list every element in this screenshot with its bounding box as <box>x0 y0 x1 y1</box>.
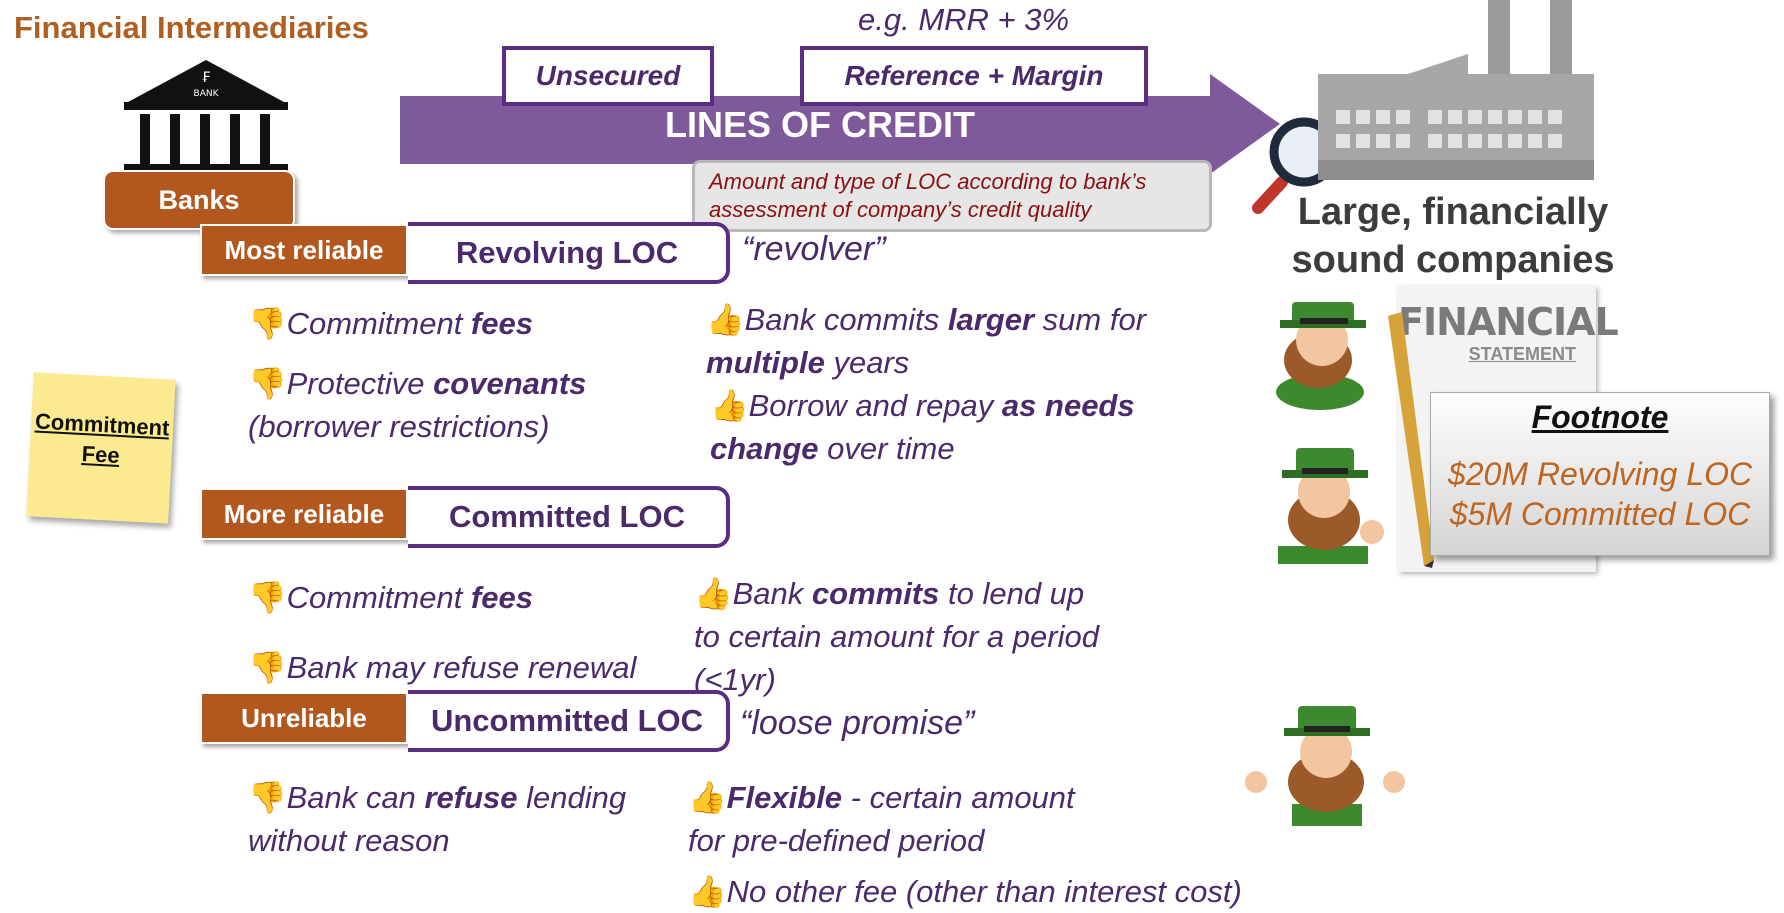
thumbs-down-icon: 👎 <box>248 366 287 401</box>
credit-assessment-callout: Amount and type of LOC according to bank… <box>692 160 1212 232</box>
uncommitted-pro-2: 👍No other fee (other than interest cost) <box>688 874 1242 909</box>
arrow-label: LINES OF CREDIT <box>664 104 975 145</box>
thumbs-up-icon: 👍 <box>688 780 727 815</box>
footnote-line2: $5M Committed LOC <box>1449 496 1751 532</box>
revolving-con-1: 👎Commitment fees <box>248 306 533 341</box>
reliability-label-more: More reliable <box>200 488 408 540</box>
thumbs-down-icon: 👎 <box>248 780 287 815</box>
banks-label: Banks <box>103 170 295 230</box>
footnote-card: Footnote $20M Revolving LOC $5M Committe… <box>1430 392 1770 556</box>
committed-con-2: 👎Bank may refuse renewal <box>248 650 637 685</box>
leprechaun-shrug-icon <box>1245 706 1405 826</box>
bank-icon-letter: ₣ <box>202 70 211 86</box>
loose-promise-quote: “loose promise” <box>740 704 975 742</box>
commitment-fee-sticky-note: Commitment Fee <box>26 372 176 524</box>
footnote-line1: $20M Revolving LOC <box>1447 456 1753 492</box>
committed-con-1: 👎Commitment fees <box>248 580 533 615</box>
footnote-title: Footnote <box>1531 399 1669 435</box>
page-title: Financial Intermediaries <box>14 10 369 45</box>
revolver-quote: “revolver” <box>742 230 886 268</box>
thumbs-down-icon: 👎 <box>248 580 287 615</box>
bank-icon-text: BANK <box>194 89 220 99</box>
pricing-example: e.g. MRR + 3% <box>858 2 1070 37</box>
leprechaun-thumbs-up-icon <box>1278 448 1384 564</box>
revolving-loc-box: Revolving LOC <box>408 222 730 284</box>
uncommitted-loc-box: Uncommitted LOC <box>408 690 730 752</box>
pen-icon <box>1388 312 1434 568</box>
thumbs-down-icon: 👎 <box>248 650 287 685</box>
statement-subtitle: STATEMENT <box>1468 344 1576 364</box>
thumbs-up-icon: 👍 <box>688 874 727 909</box>
company-label-line2: sound companies <box>1291 239 1615 281</box>
reliability-label-most: Most reliable <box>200 224 408 276</box>
leprechaun-cheering-icon <box>1276 302 1366 410</box>
revolving-con-2: 👎Protective covenants(borrower restricti… <box>248 366 587 444</box>
thumbs-up-icon: 👍 <box>710 388 749 423</box>
thumbs-down-icon: 👎 <box>248 306 287 341</box>
company-label-line1: Large, financially <box>1297 191 1609 233</box>
committed-loc-box: Committed LOC <box>408 486 730 548</box>
statement-title: FINANCIAL <box>1398 300 1619 344</box>
reliability-label-unreliable: Unreliable <box>200 692 408 744</box>
factory-icon <box>1318 0 1594 180</box>
bank-building-icon: ₣ BANK <box>124 60 288 172</box>
thumbs-up-icon: 👍 <box>694 576 733 611</box>
thumbs-up-icon: 👍 <box>706 302 745 337</box>
pricing-tag: Reference + Margin <box>800 46 1148 106</box>
unsecured-tag: Unsecured <box>502 46 714 106</box>
